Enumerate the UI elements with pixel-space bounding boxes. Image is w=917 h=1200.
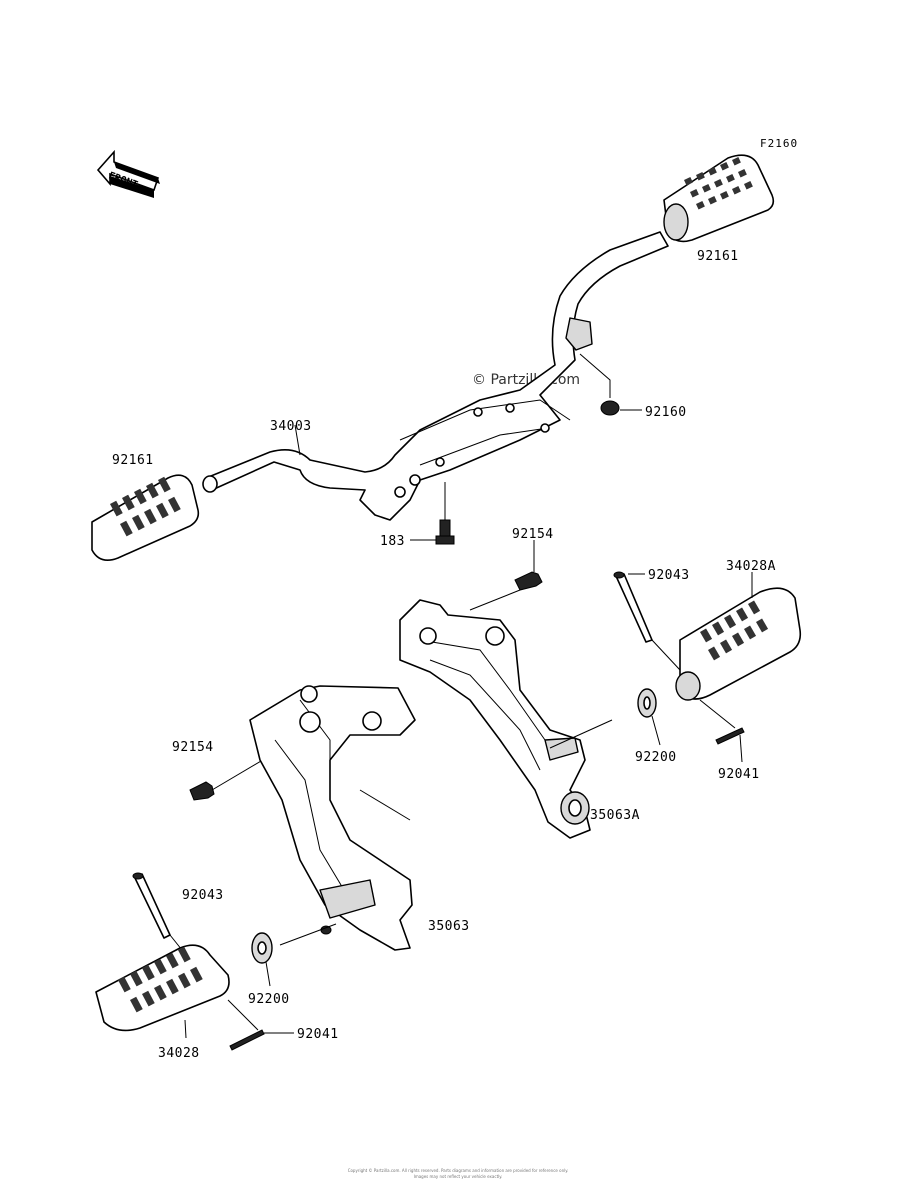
leader-34003 <box>294 424 301 456</box>
pin-92043-left <box>132 872 187 956</box>
label-34003: 34003 <box>270 419 312 434</box>
label-92161-right: 92161 <box>697 249 739 264</box>
washer-92200-right <box>637 688 661 746</box>
footpeg-left-assy <box>95 944 230 1039</box>
label-92041-right: 92041 <box>718 767 760 782</box>
label-35063: 35063 <box>428 919 470 934</box>
footer-copyright: Copyright © Partzilla.com. All rights re… <box>348 1168 569 1173</box>
label-92160: 92160 <box>645 405 687 420</box>
cotter-pin-92041-left <box>227 999 294 1051</box>
step-bar <box>202 231 669 521</box>
bolt-92154-upper <box>469 540 543 611</box>
label-92200-left: 92200 <box>248 992 290 1007</box>
footpeg-right-assy <box>675 572 802 701</box>
label-34028: 34028 <box>158 1046 200 1061</box>
footpeg-rubber-right <box>663 154 775 243</box>
cotter-pin-92041-right <box>699 699 745 763</box>
label-92041-left: 92041 <box>297 1027 339 1042</box>
footpeg-rubber-left <box>91 474 200 561</box>
front-arrow-icon: FRONT <box>96 149 160 198</box>
label-92043-right: 92043 <box>648 568 690 583</box>
label-35063A: 35063A <box>590 808 640 823</box>
washer-92200-left <box>251 932 273 987</box>
label-183: 183 <box>380 534 405 549</box>
label-92200-right: 92200 <box>635 750 677 765</box>
label-92161-left: 92161 <box>112 453 154 468</box>
leader-35063A <box>549 719 613 749</box>
leader-35063 <box>279 923 337 946</box>
rubber-damper <box>579 353 642 416</box>
label-34028A: 34028A <box>726 559 776 574</box>
footer-note: Images may not reflect your vehicle exac… <box>414 1174 503 1179</box>
diagram-code: F2160 <box>760 137 798 150</box>
bracket-right <box>399 599 591 839</box>
label-92154-upper: 92154 <box>512 527 554 542</box>
pin-92043-right <box>613 571 681 671</box>
bolt-183 <box>410 482 455 545</box>
label-92154-lower: 92154 <box>172 740 214 755</box>
bracket-left <box>249 685 416 951</box>
label-92043-left: 92043 <box>182 888 224 903</box>
